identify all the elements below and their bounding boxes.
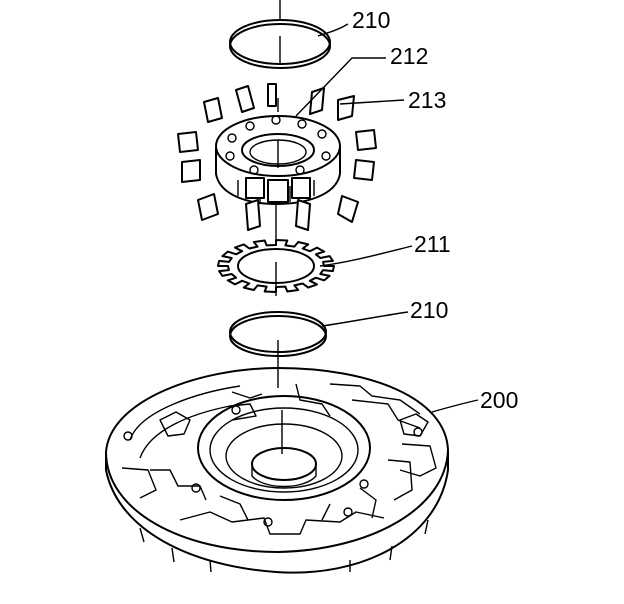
pump-body xyxy=(105,367,449,574)
leader-lines xyxy=(295,23,479,413)
callout-210-bottom: 210 xyxy=(410,297,448,323)
callout-210-top: 210 xyxy=(352,7,390,33)
alignment-axis xyxy=(275,0,283,454)
callout-211: 211 xyxy=(414,231,451,257)
vanes xyxy=(177,83,377,231)
callout-213: 213 xyxy=(408,87,446,113)
callout-212: 212 xyxy=(390,43,428,69)
callout-200: 200 xyxy=(480,387,518,413)
